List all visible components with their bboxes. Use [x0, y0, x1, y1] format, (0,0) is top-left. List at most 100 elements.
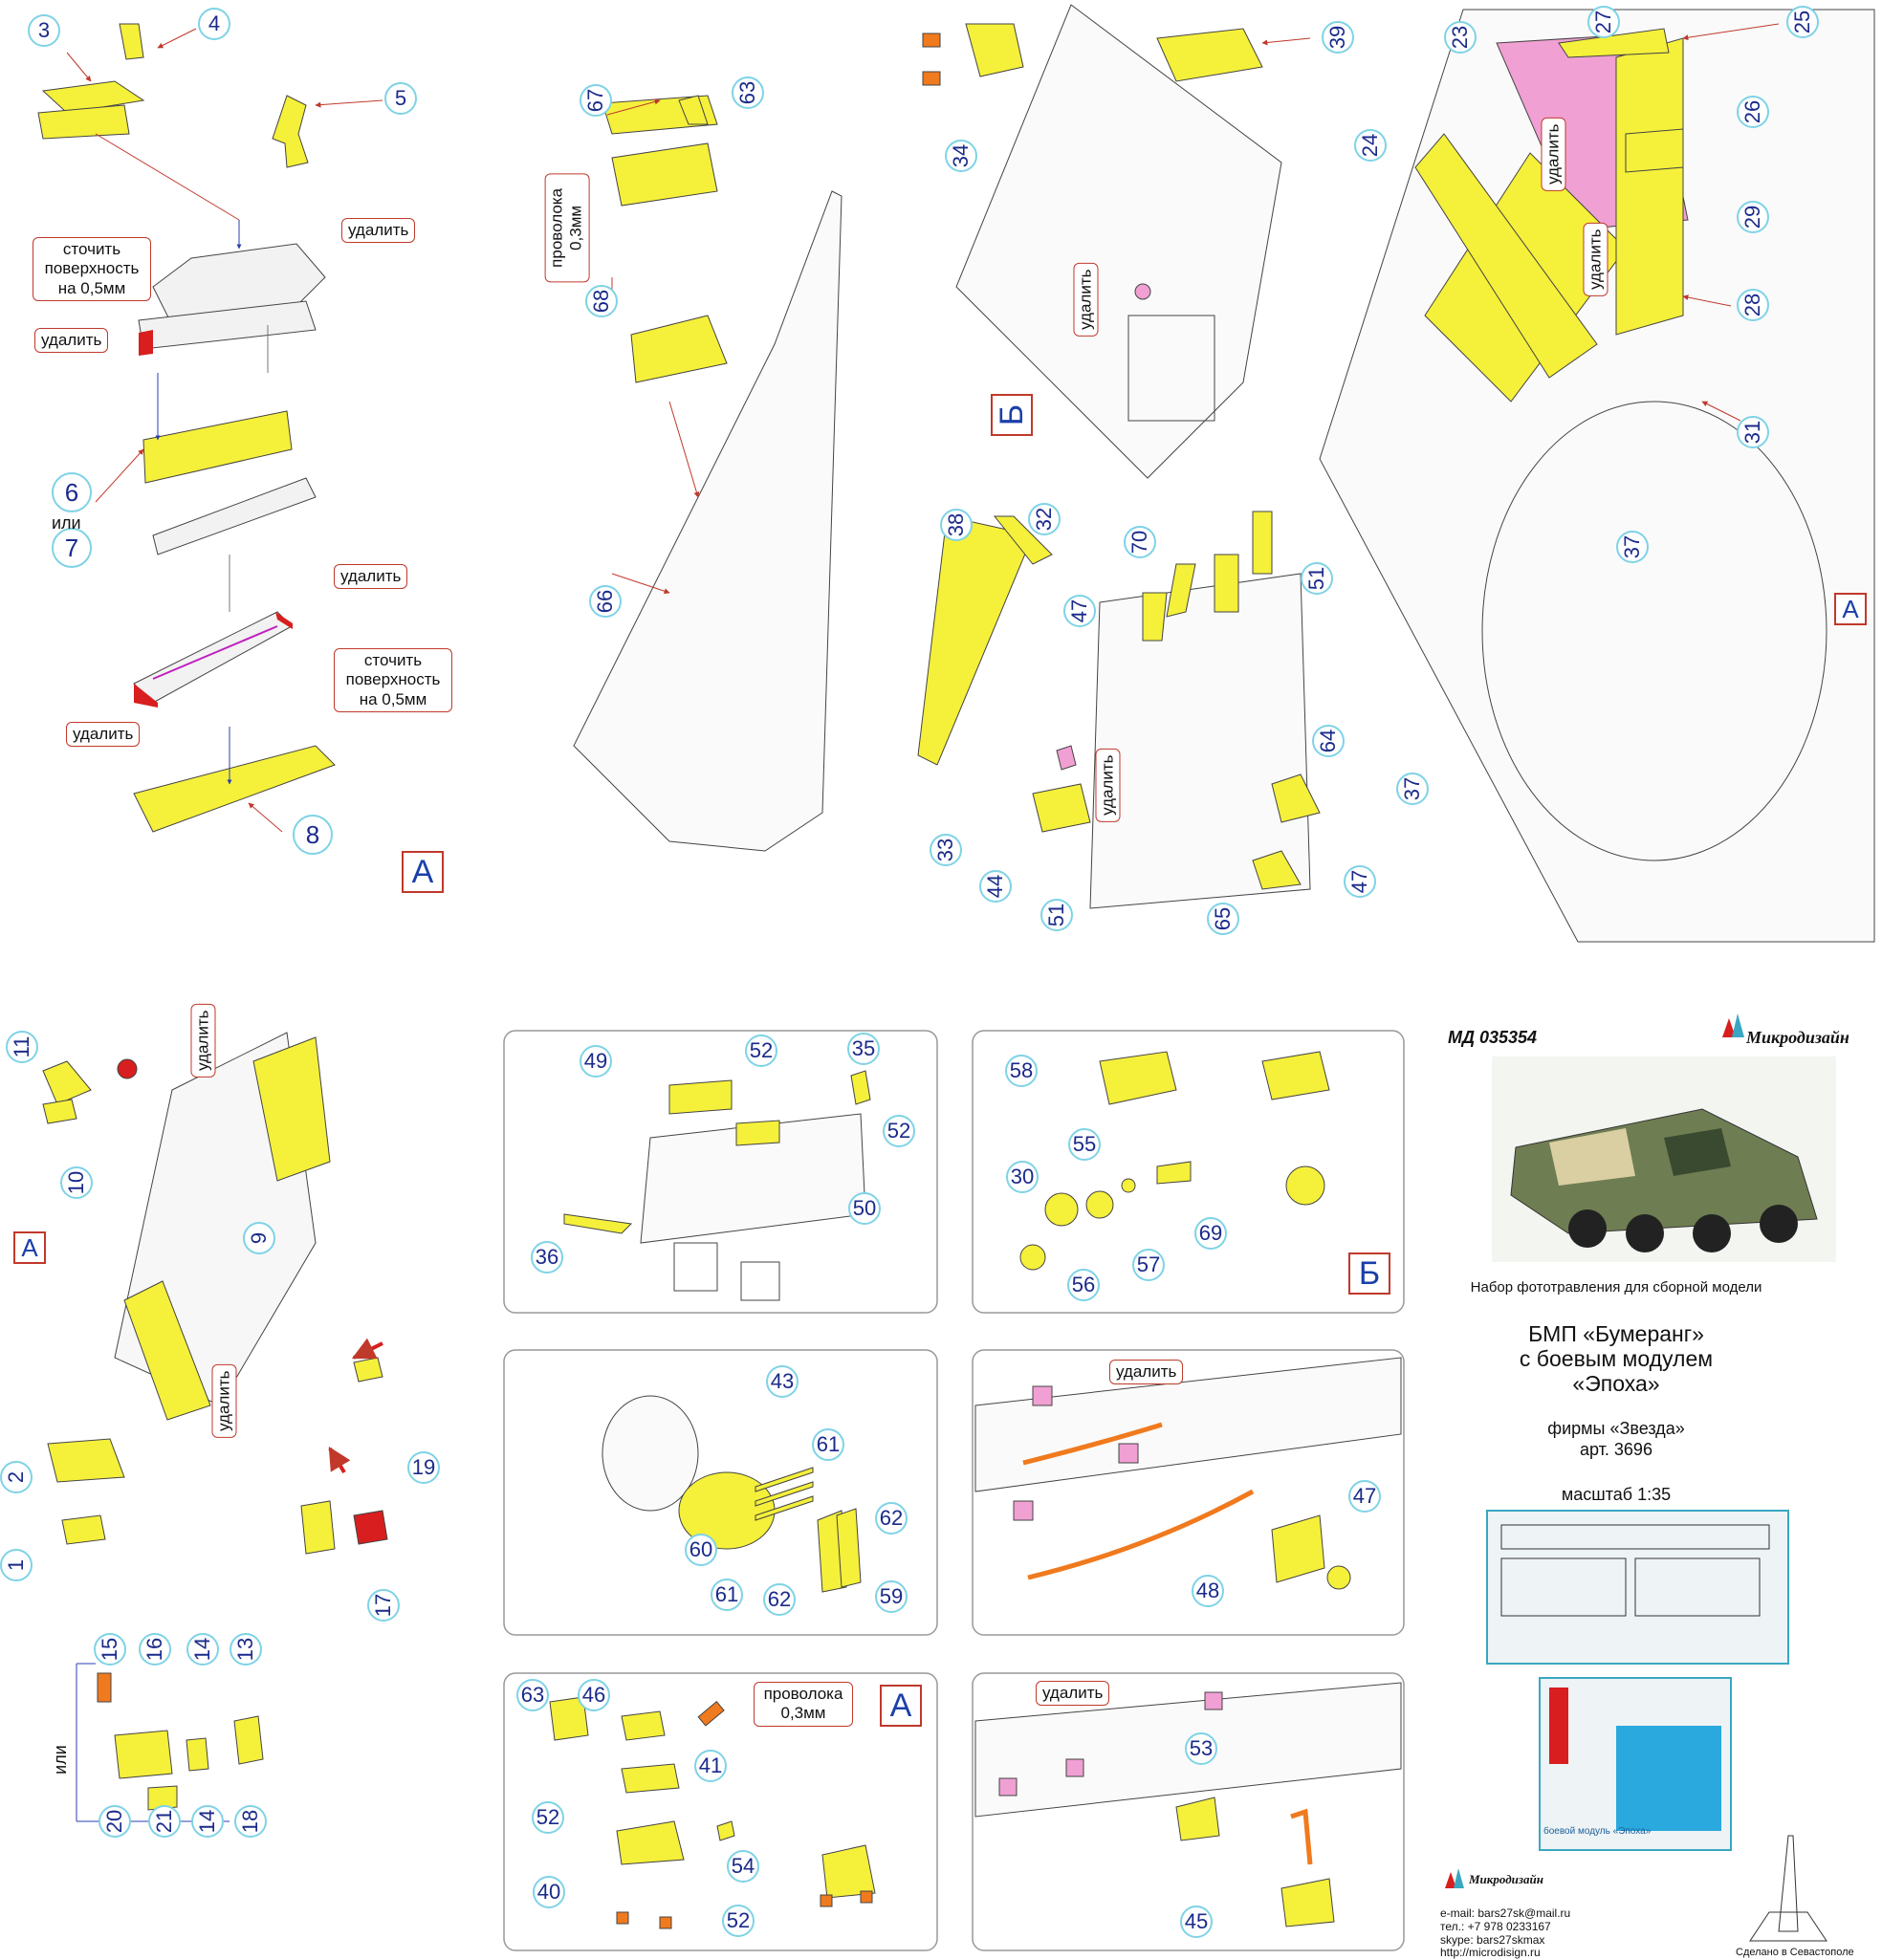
part-number-54: 54	[727, 1850, 759, 1883]
section-marker-a-4: А	[880, 1685, 922, 1727]
callout-remove-5: удалить	[1073, 262, 1099, 337]
part-number-45: 45	[1180, 1906, 1213, 1938]
product-illustration	[1492, 1056, 1836, 1262]
part-number-20: 20	[98, 1805, 131, 1838]
part-number-11: 11	[6, 1031, 38, 1063]
part-number-50: 50	[848, 1192, 881, 1225]
part-number-47-b: 47	[1344, 865, 1376, 898]
part-number-14-top: 14	[186, 1633, 219, 1666]
hull-roof	[1319, 9, 1875, 943]
searchlight-assembly	[549, 1696, 876, 1929]
part-number-21: 21	[148, 1805, 181, 1838]
callout-remove-6: удалить	[1541, 117, 1566, 191]
part-number-62-b: 62	[763, 1583, 796, 1616]
photo-etch-fret-1	[1486, 1510, 1789, 1665]
callout-remove-9: удалить	[190, 1003, 216, 1078]
callout-grind-1-l1: сточить	[62, 240, 121, 258]
part-number-3: 3	[28, 14, 60, 47]
part-number-25: 25	[1786, 6, 1819, 38]
callout-remove-10: удалить	[211, 1363, 237, 1438]
brand-logo	[1445, 1013, 1744, 1888]
part-number-15: 15	[94, 1633, 126, 1666]
part-number-62-a: 62	[875, 1502, 908, 1535]
part-number-66: 66	[589, 585, 622, 618]
part-number-52-b: 52	[883, 1115, 915, 1147]
part-number-19: 19	[407, 1451, 440, 1484]
part-number-13: 13	[230, 1633, 262, 1666]
product-article: арт. 3696	[1580, 1440, 1652, 1459]
callout-remove-2: удалить	[34, 328, 109, 354]
part-number-2: 2	[0, 1461, 33, 1493]
part-number-36: 36	[531, 1241, 563, 1274]
contact-email[interactable]: e-mail: bars27sk@mail.ru	[1440, 1906, 1571, 1920]
fret-label: боевой модуль «Эпоха»	[1543, 1826, 1652, 1837]
callout-remove-4: удалить	[66, 722, 141, 748]
section-marker-b-1: Б	[991, 394, 1033, 436]
turret-assembly	[42, 1032, 388, 1822]
callout-wire-2: проволока 0,3мм	[754, 1682, 853, 1727]
part-number-49: 49	[580, 1045, 612, 1078]
product-sku: МД 035354	[1448, 1028, 1538, 1047]
part-number-29: 29	[1737, 201, 1769, 233]
label-or-2: или	[50, 1745, 70, 1775]
part-number-60: 60	[685, 1534, 717, 1566]
assembly-a-left	[37, 23, 383, 833]
contact-block: e-mail: bars27sk@mail.ru тел.: +7 978 02…	[1440, 1906, 1571, 1960]
callout-remove-12: удалить	[1036, 1681, 1110, 1707]
part-number-43: 43	[766, 1365, 799, 1398]
part-number-4: 4	[198, 8, 230, 40]
part-number-24: 24	[1354, 129, 1387, 162]
part-number-69: 69	[1194, 1217, 1227, 1250]
part-number-37-right: 37	[1616, 531, 1649, 563]
part-number-7: 7	[52, 528, 92, 568]
section-marker-a-1: А	[402, 851, 444, 893]
brand-name-bottom: Микродизайн	[1469, 1872, 1543, 1886]
product-title-line3: «Эпоха»	[1572, 1371, 1660, 1396]
part-number-33: 33	[930, 834, 962, 866]
part-number-16: 16	[139, 1633, 171, 1666]
part-number-70: 70	[1124, 526, 1156, 558]
side-handles	[974, 1357, 1402, 1590]
part-number-59: 59	[875, 1580, 908, 1613]
part-number-61-a: 61	[812, 1428, 844, 1461]
part-number-61-b: 61	[711, 1579, 743, 1611]
part-number-10: 10	[60, 1166, 93, 1199]
callout-grind-1-l3: на 0,5мм	[57, 278, 126, 297]
part-number-1: 1	[0, 1549, 33, 1581]
part-number-51-top: 51	[1301, 562, 1333, 595]
part-number-39: 39	[1322, 21, 1354, 54]
part-number-41: 41	[694, 1750, 727, 1782]
contact-skype: skype: bars27skmax	[1440, 1932, 1545, 1947]
brand-name-top: Микродизайн	[1746, 1028, 1849, 1047]
part-number-68: 68	[585, 285, 618, 317]
part-number-52-c: 52	[532, 1801, 564, 1834]
part-number-44: 44	[979, 870, 1012, 903]
hull-side-plate	[573, 95, 843, 852]
callout-wire-2-l2: 0,3мм	[780, 1704, 826, 1723]
part-number-52-a: 52	[745, 1034, 777, 1067]
part-number-27: 27	[1587, 6, 1620, 38]
contact-website[interactable]: http://microdisign.ru	[1440, 1946, 1541, 1960]
part-number-47-c: 47	[1348, 1480, 1381, 1513]
part-number-56: 56	[1067, 1269, 1100, 1301]
part-number-58: 58	[1005, 1055, 1038, 1087]
callout-wire-1-l2: 0,3мм	[567, 205, 585, 250]
part-number-38: 38	[940, 509, 973, 541]
part-number-47-a: 47	[1063, 595, 1096, 627]
callout-grind-1-l2: поверхность	[44, 259, 140, 278]
part-number-57: 57	[1132, 1249, 1165, 1281]
callout-remove-8: удалить	[1095, 748, 1121, 822]
smoke-launcher	[602, 1395, 862, 1593]
section-marker-b-2: Б	[1348, 1252, 1390, 1295]
part-number-28: 28	[1737, 289, 1769, 321]
section-marker-a-2: А	[1834, 593, 1867, 625]
part-number-53: 53	[1185, 1732, 1217, 1765]
part-number-26: 26	[1737, 96, 1769, 128]
callout-wire-1-l1: проволока	[547, 187, 566, 268]
callout-grind-2-l3: на 0,5мм	[359, 689, 427, 708]
product-scale: масштаб 1:35	[1561, 1485, 1672, 1504]
part-number-6: 6	[52, 472, 92, 512]
callout-wire-2-l1: проволока	[763, 1685, 843, 1703]
